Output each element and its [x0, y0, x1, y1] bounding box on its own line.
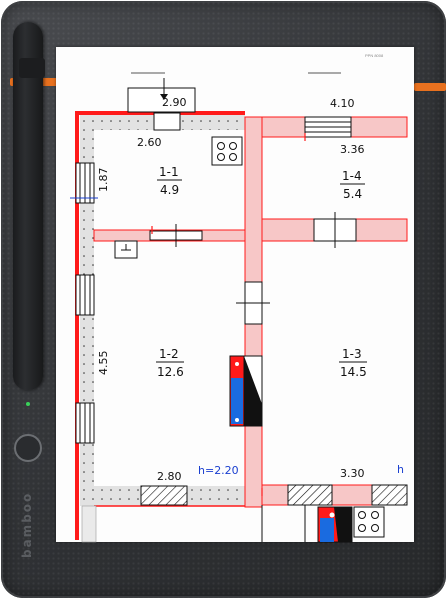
room-id: 1-1 — [159, 165, 179, 179]
stove-icon — [211, 136, 243, 166]
stove-burners-icon — [217, 142, 237, 161]
heater-valve — [235, 362, 239, 366]
lower-stove-icon — [353, 506, 385, 538]
room-id: 1-2 — [159, 347, 179, 361]
dim-bottom-left: 2.80 — [157, 470, 182, 483]
power-button[interactable] — [14, 434, 42, 462]
room-id: 1-3 — [342, 347, 362, 361]
heater-valve — [235, 418, 239, 422]
heater-blue — [231, 378, 243, 424]
accent-band-right — [414, 83, 446, 91]
dim-right-upper: 3.36 — [340, 143, 365, 156]
vent-arrow-head — [160, 94, 168, 100]
heater-black — [244, 356, 262, 426]
lower-heater-black — [334, 507, 352, 542]
room-area: 4.9 — [160, 183, 179, 197]
wall-continuation — [81, 505, 97, 543]
lower-stove-burners-icon — [358, 511, 379, 532]
room-1-1: 1-1 4.9 — [157, 165, 182, 197]
window-bottom-left — [140, 485, 188, 506]
room-area: 5.4 — [343, 187, 362, 201]
top-window-box — [127, 87, 196, 113]
dim-left-lower: 4.55 — [97, 351, 110, 376]
window-left — [75, 162, 95, 444]
dim-bottom-right: 3.30 — [340, 467, 365, 480]
dim-left-upper: 1.87 — [97, 168, 110, 193]
room-area: 14.5 — [340, 365, 367, 379]
status-led — [26, 402, 30, 406]
lower-heater-blue — [320, 518, 334, 542]
dim-top-right: 4.10 — [330, 97, 355, 110]
room-1-2: 1-2 12.6 — [156, 347, 184, 379]
room-id: 1-4 — [342, 169, 362, 183]
top-window-frame — [153, 112, 181, 131]
stylus-pen[interactable] — [13, 22, 43, 390]
room-1-3: 1-3 14.5 — [339, 347, 367, 379]
room-area: 12.6 — [157, 365, 184, 379]
blue-mark-right: h — [397, 463, 404, 476]
room-1-4: 1-4 5.4 — [340, 169, 365, 201]
lower-heater-valve — [329, 512, 335, 518]
window-bottom-right — [371, 484, 408, 506]
wall-ticks — [151, 133, 306, 496]
dim-top-window: 2.90 — [162, 96, 187, 109]
dim-top-wall-left: 2.60 — [137, 136, 162, 149]
dim-height: h=2.20 — [198, 464, 239, 477]
paper-code: PPN 8008 — [365, 53, 384, 58]
window-top-right-lines — [305, 121, 351, 133]
window-bottom-mid — [287, 484, 333, 506]
pen-clip — [19, 58, 45, 78]
